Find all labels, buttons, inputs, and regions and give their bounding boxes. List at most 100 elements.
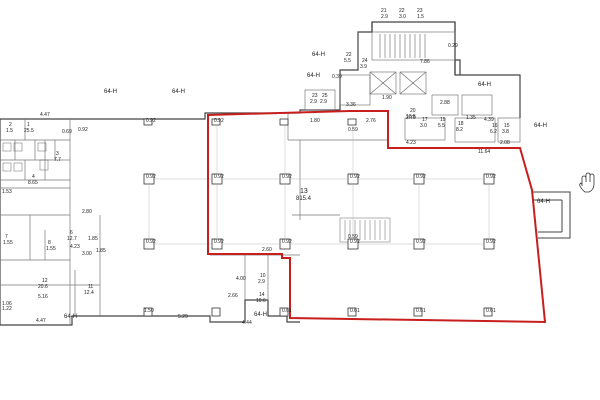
misc-label: 1.22 [2,306,12,312]
dimension-label: 3.36 [346,102,356,108]
room-number: 12 [42,278,48,284]
room-area: 3.8 [502,129,509,135]
dimension-label: 4.39 [484,117,494,123]
room-number: 19 [440,117,446,123]
room-area: 2.9 [310,99,317,105]
room-area: 1.5 [6,128,13,134]
misc-label: 1.50 [144,308,154,314]
column-mark: 0.92 [486,239,496,245]
dimension-label: 2.60 [262,247,272,253]
top-code: 2.9 [381,14,388,20]
dimension-label: 3.00 [82,251,92,257]
room-number: 15 [504,123,510,129]
dimension-label: 0.59 [348,234,358,240]
room-area: 2.9 [258,279,265,285]
lower-mark: 0.61 [416,308,426,314]
room-area: 20.6 [38,284,48,290]
dimension-label: 4.47 [36,318,46,324]
dimension-label: 2.88 [440,100,450,106]
room-number: 14 [259,292,265,298]
top-code: 22 [399,8,405,14]
lower-mark: 0.61 [486,308,496,314]
lower-mark: 0.61 [282,308,292,314]
room-number: 2 [9,122,12,128]
room-area: 5.5 [344,58,351,64]
dimension-label: 0.92 [78,127,88,133]
axis-mark: 64-H [307,73,320,79]
column-mark: 0.92 [146,174,156,180]
dimension-label: 5.29 [178,314,188,320]
dimension-label: 2.76 [366,118,376,124]
misc-label: 4.23 [70,244,80,250]
main-room-number: 13 [300,188,308,195]
axis-mark: 64-H [64,314,77,320]
room-area: 8.65 [28,180,38,186]
misc-label: 0.92 [146,118,156,124]
room-number: 17 [422,117,428,123]
top-code: 23 [417,8,423,14]
partitions [0,113,389,325]
axis-mark: 64-H [537,199,550,205]
axis-mark: 64-H [104,89,117,95]
dimension-label: 2.75 [406,115,416,121]
top-codes: 21 22 23 2.9 3.0 1.5 [381,8,424,20]
room-area: 12.7 [67,236,77,242]
room-number: 22 [346,52,352,58]
dimension-label: 5.16 [38,294,48,300]
room-area: 12.4 [84,290,94,296]
column-mark: 0.92 [416,239,426,245]
axis-mark: 64-H [172,89,185,95]
dimension-label: 4.00 [236,276,246,282]
axis-mark: 64-H [534,123,547,129]
room-area: 8.2 [456,127,463,133]
column-mark: 0.92 [282,174,292,180]
axis-mark: 64-H [254,312,267,318]
top-code: 3.0 [399,14,406,20]
right-annex [532,191,571,239]
column-mark: 0.92 [146,239,156,245]
room-number: 20 [410,108,416,114]
dimension-label: 7.86 [420,59,430,65]
room-area: 1.55 [46,246,56,252]
dimension-label: 0.59 [348,127,358,133]
dimension-label: 2.66 [228,293,238,299]
misc-label: 1.85 [96,248,106,254]
dimension-label: 4.23 [406,140,416,146]
room-area: 6.2 [490,129,497,135]
dimension-label: 1.53 [2,189,12,195]
dimension-label: 0.29 [448,43,458,49]
column-mark: 0.92 [486,174,496,180]
lower-mark: 0.61 [350,308,360,314]
column-mark: 0.92 [416,174,426,180]
dimension-label: 2.80 [82,209,92,215]
room-number: 1 [27,122,30,128]
column-mark: 0.92 [214,174,224,180]
column-mark: 0.92 [282,239,292,245]
axis-mark: 64-H [478,82,491,88]
column-mark: 0.92 [350,239,360,245]
stair-core [304,31,521,143]
dimension-label: 1.85 [88,236,98,242]
dimension-lines [148,125,490,245]
room-area: 2.9 [320,99,327,105]
dimension-label: 1.35 [466,115,476,121]
dimension-label: 11.64 [478,149,490,155]
hand-cursor-icon [579,172,595,193]
room-number: 8 [48,240,51,246]
room-number: 23 [312,93,318,99]
room-number: 7 [5,234,8,240]
dimension-label: 4.44 [242,320,252,326]
dimension-label: 0.69 [62,129,72,135]
room-number: 11 [88,284,93,290]
room-number: 4 [32,174,35,180]
room-number: 6 [70,230,73,236]
main-room-area: 815.4 [296,196,312,202]
left-rooms: 1 25.5 2 1.5 3 7.7 4 8.65 6 12.7 7 1.55 … [3,122,266,304]
room-area: 1.55 [3,240,13,246]
dimension-label: 2.08 [500,140,510,146]
room-area: 18.5 [406,114,416,120]
dimension-label: 1.90 [382,95,392,101]
room-area: 7.7 [54,157,61,163]
room-number: 16 [492,123,498,129]
